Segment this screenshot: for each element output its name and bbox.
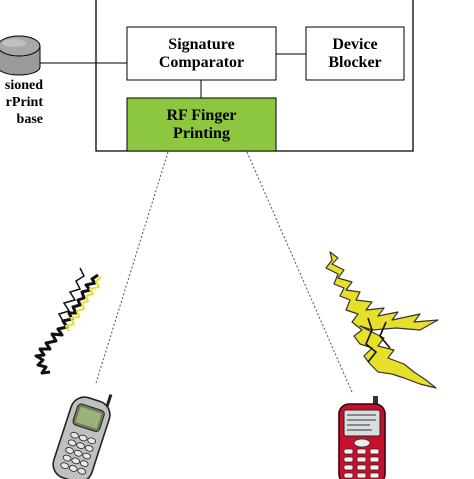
signature-comparator-line2: Comparator [158,53,245,71]
signature-comparator-line1: Signature [168,35,235,53]
mobile-phone-icon [52,394,113,479]
database-cylinder-icon [0,35,41,76]
device-blocker-line1: Device [332,35,378,53]
rf-fingerprinting-label: RF Finger Printing [127,98,276,151]
database-label-line3: base [16,111,43,127]
rf-fingerprinting-line1: RF Finger [166,106,237,124]
device-blocker-line2: Blocker [328,53,382,71]
rf-fingerprinting-box [126,97,277,152]
device-blocker-label: Device Blocker [306,27,404,80]
rf-signal-waveform-icon [325,251,439,389]
rf-fingerprinting-line2: Printing [173,124,230,142]
radio-link-left [95,151,169,384]
database-label-line2: rPrint [5,94,43,110]
rf-signal-waveform-icon [34,267,102,375]
database-label-line1: sioned [4,78,43,93]
signature-comparator-box [126,26,277,81]
mobile-phone-icon [338,396,386,479]
database-label: sioned rPrint base [0,78,43,128]
signature-comparator-label: Signature Comparator [127,27,276,80]
device-blocker-box [305,26,405,81]
